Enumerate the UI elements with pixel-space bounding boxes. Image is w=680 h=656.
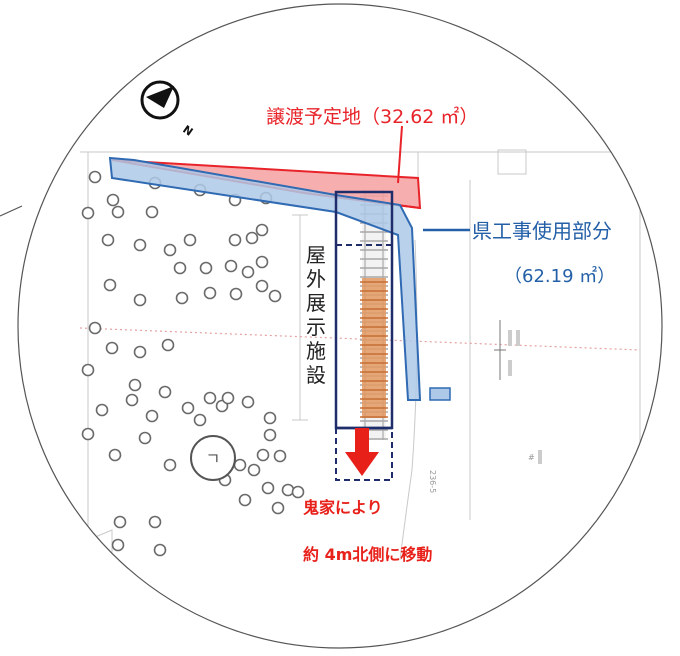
tree-icon [133, 238, 147, 252]
tree-icon [255, 255, 269, 269]
tree-icon [271, 501, 285, 515]
tree-icon [183, 233, 197, 247]
tree-icon [145, 409, 159, 423]
tree-icon [81, 427, 95, 441]
tree-icon [163, 243, 177, 257]
tree-icon [145, 205, 159, 219]
tree-icon [193, 413, 207, 427]
tree-icon [133, 293, 147, 307]
tree-icon [133, 345, 147, 359]
tree-icon [268, 289, 282, 303]
tree-icon [199, 261, 213, 275]
tree-icon [111, 538, 125, 552]
connector-line [0, 205, 23, 217]
tree-icon [247, 463, 261, 477]
tree-icon [238, 493, 252, 507]
tree-icon [138, 431, 152, 445]
transfer-area-label: 譲渡予定地（32.62 ㎡） [266, 105, 478, 128]
map-code: 236-5 [428, 470, 437, 493]
note-line-2: 約 4m北側に移動 [303, 545, 432, 564]
prefecture-area-label: 県工事使用部分 [472, 219, 612, 243]
tree-icon [281, 483, 295, 497]
tree-icon [128, 378, 142, 392]
tree-icon [203, 286, 217, 300]
tree-icon [153, 543, 167, 557]
tree-icon [173, 261, 187, 275]
tree-icon [245, 231, 259, 245]
tree-icon [261, 481, 275, 495]
tree-icon [221, 391, 235, 405]
tree-icon [203, 391, 217, 405]
tree-icon [108, 448, 122, 462]
tree-icon [163, 458, 177, 472]
blue-patch [429, 387, 451, 401]
note-line-1: 鬼家により [303, 498, 383, 517]
prefecture-area [108, 156, 422, 401]
tree-icon [241, 265, 255, 279]
tree-icon [181, 401, 195, 415]
tree-icon [105, 341, 119, 355]
tree-icon [175, 291, 189, 305]
tree-icon [255, 223, 269, 237]
tree-icon [81, 363, 95, 377]
arrow-down-icon [345, 428, 379, 476]
tree-icon [263, 411, 277, 425]
tree-icon [224, 259, 238, 273]
tree-icon [95, 403, 109, 417]
tree-icon [103, 278, 117, 292]
map-circle [17, 3, 663, 649]
tree-icon [125, 393, 139, 407]
tree-icon [81, 206, 95, 220]
tree-icon [88, 321, 102, 335]
round-object: ㄱ [190, 435, 236, 481]
tree-icon [148, 515, 162, 529]
tree-icon [233, 458, 247, 472]
prefecture-area-size: （62.19 ㎡） [504, 265, 615, 287]
transfer-leader-line [397, 125, 403, 184]
tree-icon [106, 193, 120, 207]
tree-icon [113, 515, 127, 529]
tree-icon [101, 233, 115, 247]
svg-text:ㄱ: ㄱ [206, 449, 221, 468]
tree-icon [263, 428, 277, 442]
relocated-frame [335, 427, 393, 481]
tree-icon [241, 395, 255, 409]
tree-icon [229, 287, 243, 301]
tree-icon [228, 233, 242, 247]
map-small-2: # [528, 453, 535, 462]
boundary-line [79, 327, 641, 351]
tree-icon [255, 279, 269, 293]
tree-icon [256, 448, 270, 462]
facility-label: 屋外展示施設 [306, 243, 326, 387]
tree-icon [291, 485, 305, 499]
tree-icon [88, 170, 102, 184]
tree-icon [158, 385, 172, 399]
side-annotations [494, 320, 542, 464]
tree-icon [161, 338, 175, 352]
tree-icon [111, 205, 125, 219]
tree-icon [273, 449, 287, 463]
